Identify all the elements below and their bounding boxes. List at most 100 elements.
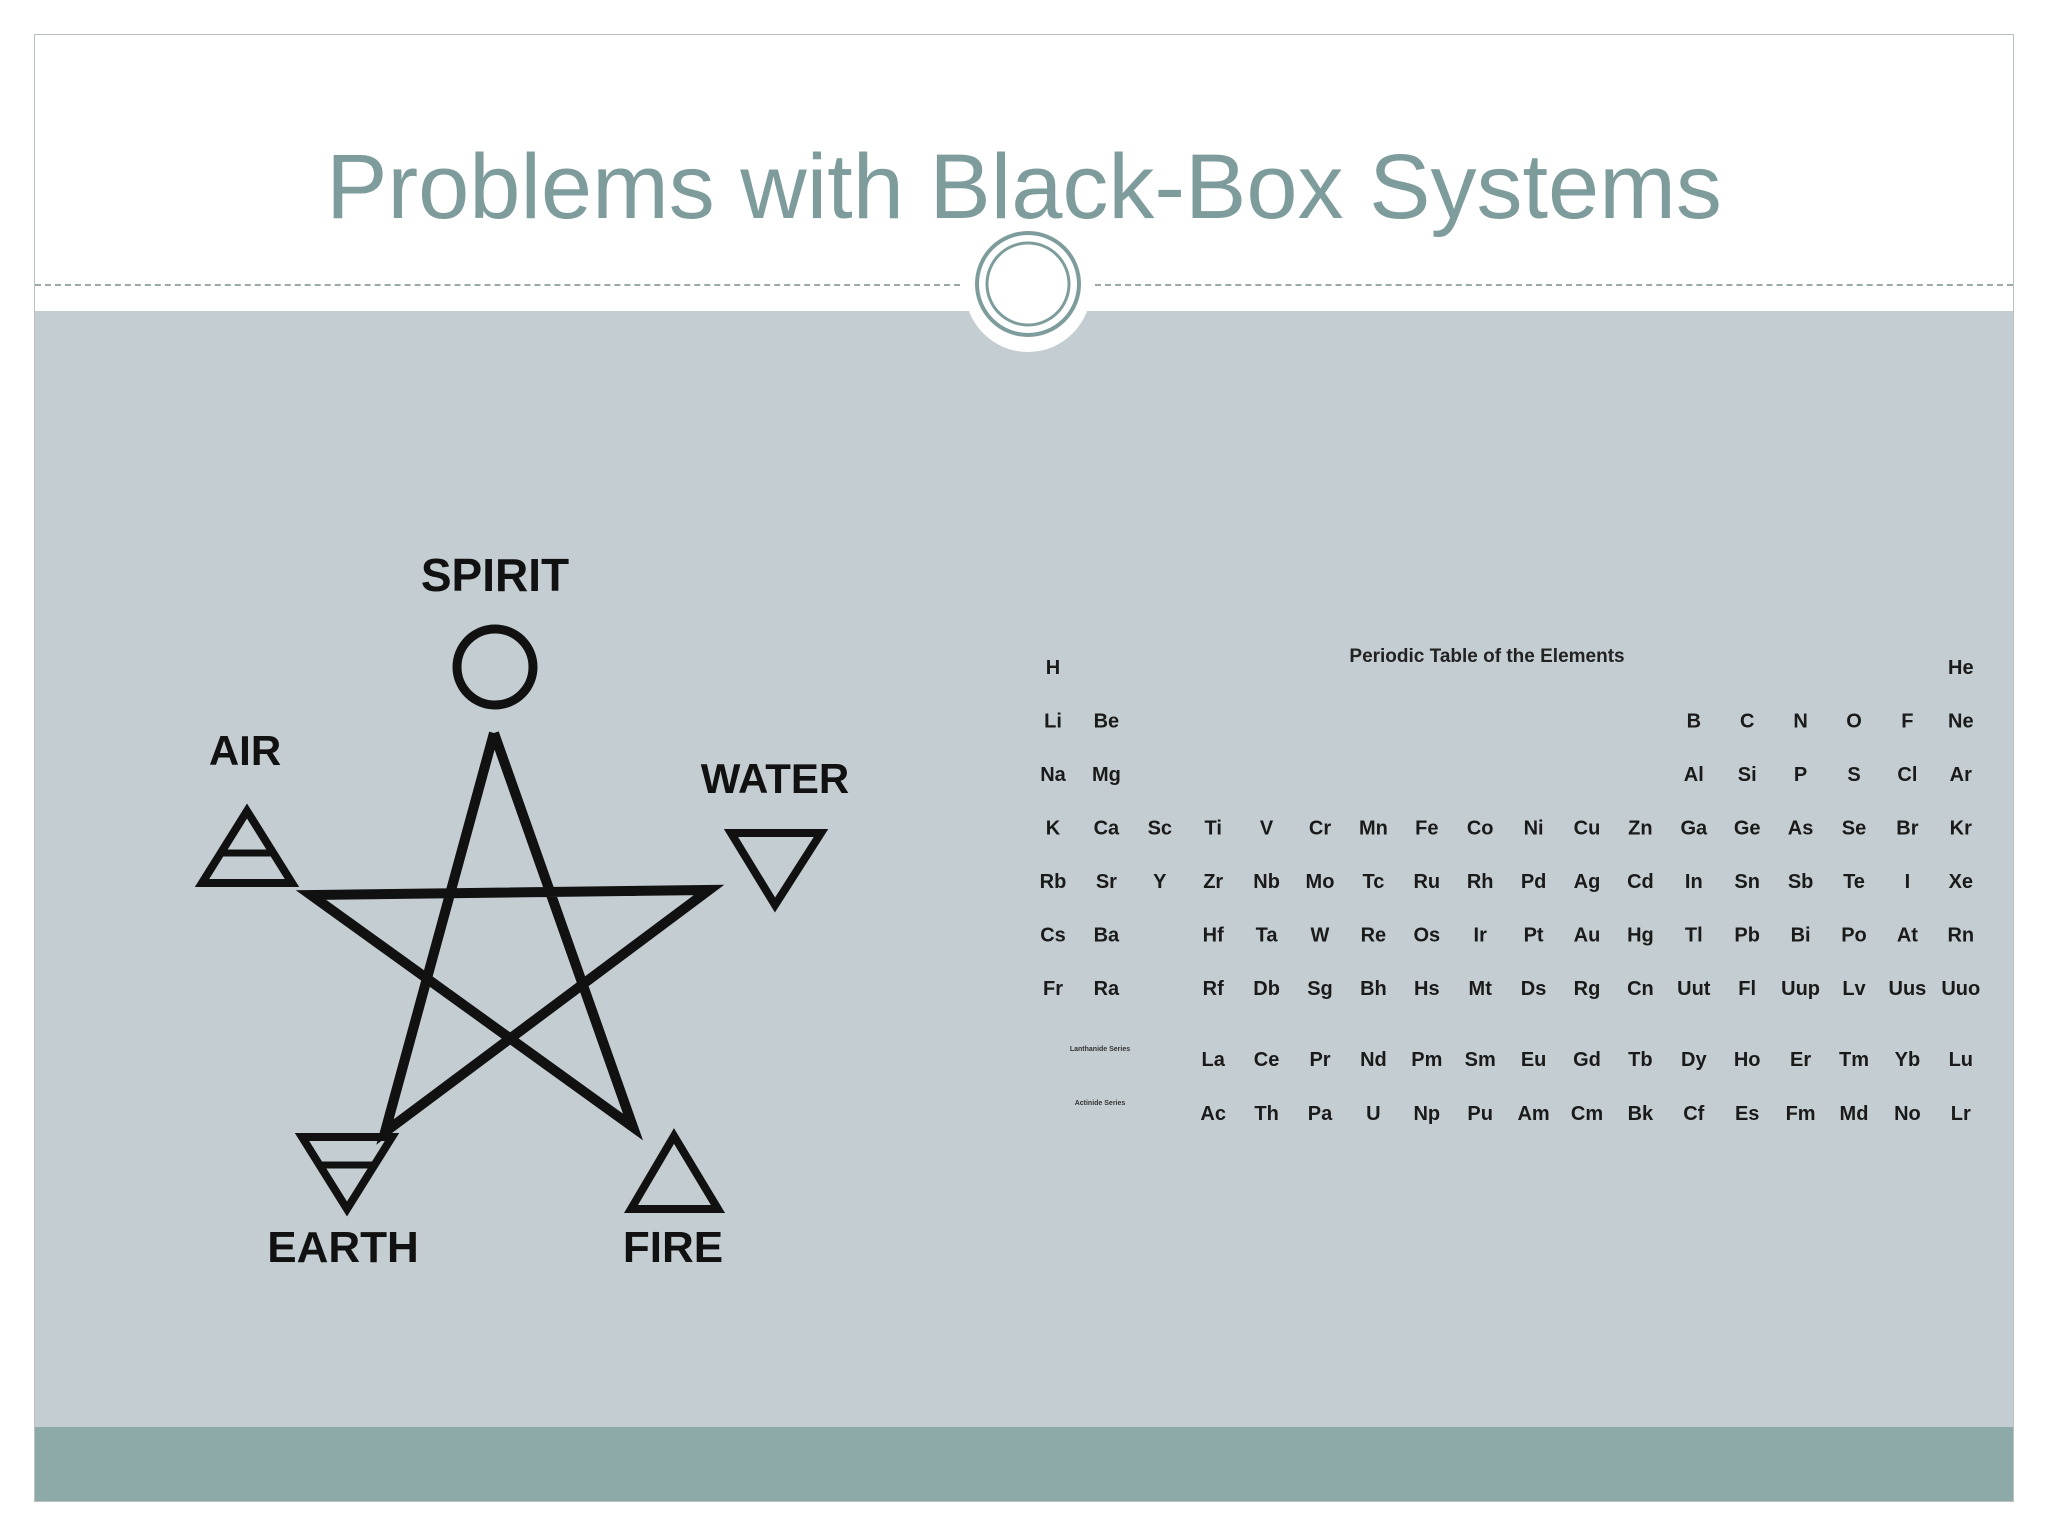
element-symbol-main_rows-2-12: Al	[1684, 764, 1704, 786]
element-symbol-actinides-null-7: Cm	[1571, 1103, 1603, 1125]
element-symbol-main_rows-2-16: Cl	[1897, 764, 1917, 786]
element-symbol-main_rows-1-1: Be	[1094, 711, 1120, 733]
element-symbol-actinides-null-12: Md	[1840, 1103, 1869, 1125]
element-symbol-main_rows-6-1: Ra	[1094, 978, 1120, 1000]
element-symbol-main_rows-2-14: P	[1794, 764, 1807, 786]
periodic-table-title: Periodic Table of the Elements	[1349, 646, 1624, 667]
element-symbol-main_rows-5-12: Tl	[1685, 925, 1703, 947]
element-symbol-main_rows-5-17: Rn	[1947, 925, 1974, 947]
element-symbol-lanthanides-null-14: Lu	[1949, 1049, 1973, 1071]
element-symbol-main_rows-1-14: N	[1793, 711, 1807, 733]
lanthanide-series-label: Lanthanide Series	[1070, 1046, 1130, 1053]
element-symbol-main_rows-4-6: Tc	[1362, 871, 1384, 893]
water-label: WATER	[701, 755, 850, 802]
element-symbol-main_rows-6-6: Bh	[1360, 978, 1387, 1000]
element-symbol-main_rows-1-13: C	[1740, 711, 1754, 733]
element-symbol-actinides-null-8: Bk	[1628, 1103, 1654, 1125]
element-symbol-lanthanides-null-4: Pm	[1411, 1049, 1442, 1071]
element-symbol-main_rows-3-13: Ge	[1734, 818, 1761, 840]
element-symbol-main_rows-4-4: Nb	[1253, 871, 1280, 893]
element-symbol-main_rows-5-14: Bi	[1791, 925, 1811, 947]
element-symbol-main_rows-6-3: Rf	[1203, 978, 1224, 1000]
element-symbol-main_rows-3-14: As	[1788, 818, 1814, 840]
element-symbol-actinides-null-6: Am	[1517, 1103, 1549, 1125]
air-label: AIR	[209, 727, 281, 774]
element-symbol-main_rows-1-0: Li	[1044, 711, 1062, 733]
element-symbol-main_rows-3-12: Ga	[1680, 818, 1708, 840]
title-divider-right	[1095, 284, 2013, 286]
element-symbol-main_rows-3-11: Zn	[1628, 818, 1652, 840]
water-triangle-icon	[723, 829, 829, 913]
element-symbol-main_rows-2-17: Ar	[1950, 764, 1972, 786]
element-symbol-actinides-null-3: U	[1366, 1103, 1380, 1125]
element-symbol-main_rows-3-5: Cr	[1309, 818, 1331, 840]
element-symbol-actinides-null-5: Pu	[1467, 1103, 1493, 1125]
element-symbol-lanthanides-null-1: Ce	[1254, 1049, 1280, 1071]
element-symbol-main_rows-6-11: Cn	[1627, 978, 1654, 1000]
element-symbol-main_rows-4-17: Xe	[1949, 871, 1973, 893]
element-symbol-main_rows-6-13: Fl	[1738, 978, 1756, 1000]
fire-triangle-icon	[624, 1128, 726, 1213]
element-symbol-main_rows-4-9: Pd	[1521, 871, 1547, 893]
element-symbol-main_rows-1-16: F	[1901, 711, 1913, 733]
element-symbol-main_rows-4-12: In	[1685, 871, 1703, 893]
element-symbol-main_rows-4-13: Sn	[1734, 871, 1760, 893]
element-symbol-main_rows-6-14: Uup	[1781, 978, 1820, 1000]
element-symbol-main_rows-4-3: Zr	[1203, 871, 1223, 893]
element-symbol-actinides-null-0: Ac	[1200, 1103, 1226, 1125]
element-symbol-actinides-null-9: Cf	[1683, 1103, 1704, 1125]
element-symbol-main_rows-6-12: Uut	[1677, 978, 1711, 1000]
slide-title: Problems with Black-Box Systems	[326, 136, 1722, 238]
element-symbol-main_rows-3-17: Kr	[1950, 818, 1972, 840]
element-symbol-main_rows-4-0: Rb	[1040, 871, 1067, 893]
element-symbol-main_rows-5-11: Hg	[1627, 925, 1654, 947]
element-symbol-main_rows-3-9: Ni	[1524, 818, 1544, 840]
element-symbol-main_rows-4-11: Cd	[1627, 871, 1654, 893]
element-symbol-main_rows-3-0: K	[1046, 818, 1061, 840]
element-symbol-main_rows-2-0: Na	[1040, 764, 1066, 786]
element-symbol-main_rows-2-15: S	[1847, 764, 1860, 786]
element-symbol-main_rows-3-1: Ca	[1094, 818, 1120, 840]
element-symbol-main_rows-4-15: Te	[1843, 871, 1865, 893]
element-symbol-main_rows-3-2: Sc	[1148, 818, 1172, 840]
element-symbol-main_rows-4-14: Sb	[1788, 871, 1814, 893]
element-symbol-main_rows-4-1: Sr	[1096, 871, 1117, 893]
element-symbol-main_rows-5-6: Re	[1361, 925, 1387, 947]
element-symbol-main_rows-1-12: B	[1687, 711, 1701, 733]
element-symbol-main_rows-6-8: Mt	[1469, 978, 1493, 1000]
element-symbol-main_rows-6-7: Hs	[1414, 978, 1440, 1000]
content-area	[35, 311, 2013, 1427]
element-symbol-lanthanides-null-5: Sm	[1465, 1049, 1496, 1071]
element-symbol-main_rows-3-4: V	[1260, 818, 1274, 840]
air-triangle-icon	[194, 803, 300, 887]
element-symbol-main_rows-3-3: Ti	[1204, 818, 1221, 840]
slide: Problems with Black-Box Systems SPIRIT A…	[34, 34, 2014, 1502]
element-symbol-main_rows-3-15: Se	[1842, 818, 1866, 840]
spirit-circle-icon	[452, 624, 538, 710]
element-symbol-main_rows-2-1: Mg	[1092, 764, 1121, 786]
element-symbol-actinides-null-14: Lr	[1951, 1103, 1971, 1125]
element-symbol-main_rows-1-15: O	[1846, 711, 1862, 733]
element-symbol-main_rows-3-10: Cu	[1574, 818, 1601, 840]
element-symbol-lanthanides-null-0: La	[1202, 1049, 1226, 1071]
fire-label: FIRE	[623, 1223, 723, 1272]
footer-band	[35, 1427, 2013, 1501]
element-symbol-actinides-null-13: No	[1894, 1103, 1921, 1125]
ornament-circle-icon	[965, 226, 1091, 352]
element-symbol-main_rows-3-16: Br	[1896, 818, 1918, 840]
element-symbol-main_rows-3-7: Fe	[1415, 818, 1438, 840]
element-symbol-lanthanides-null-6: Eu	[1521, 1049, 1547, 1071]
element-symbol-lanthanides-null-12: Tm	[1839, 1049, 1869, 1071]
element-symbol-lanthanides-null-2: Pr	[1309, 1049, 1330, 1071]
element-symbol-actinides-null-4: Np	[1413, 1103, 1440, 1125]
element-symbol-main_rows-4-7: Ru	[1413, 871, 1440, 893]
element-symbol-lanthanides-null-13: Yb	[1895, 1049, 1921, 1071]
element-symbol-main_rows-6-9: Ds	[1521, 978, 1547, 1000]
title-divider-left	[35, 284, 960, 286]
element-symbol-lanthanides-null-9: Dy	[1681, 1049, 1707, 1071]
element-symbol-main_rows-2-13: Si	[1738, 764, 1757, 786]
element-symbol-main_rows-5-16: At	[1897, 925, 1918, 947]
element-symbol-main_rows-4-2: Y	[1153, 871, 1167, 893]
element-symbol-main_rows-3-6: Mn	[1359, 818, 1388, 840]
